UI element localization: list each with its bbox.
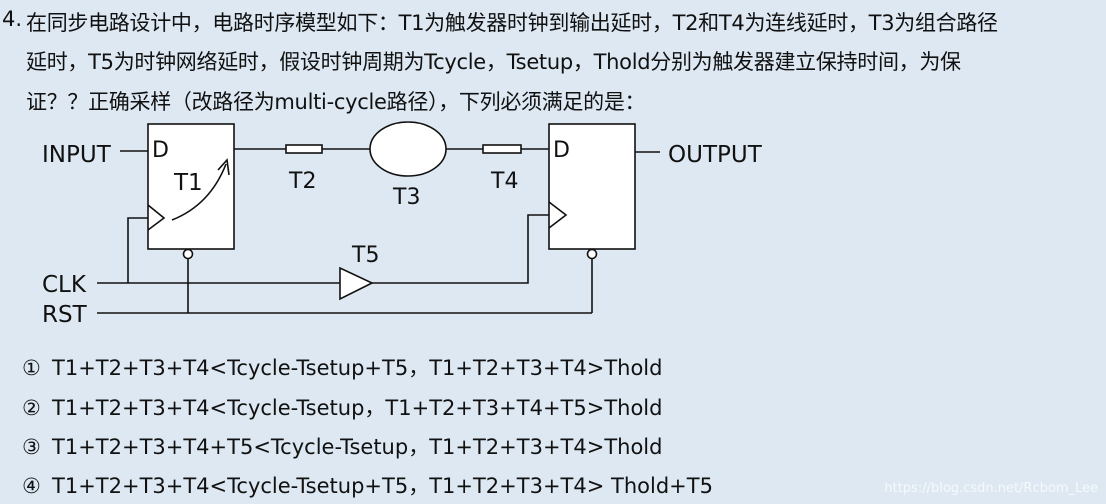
input-label: INPUT	[42, 142, 112, 168]
ff1-d-label: D	[152, 138, 169, 163]
t1-label: T1	[173, 170, 203, 196]
rst-label: RST	[42, 302, 88, 328]
flip-flop-2	[548, 123, 636, 250]
t5-clock-buffer	[339, 266, 374, 301]
t5-label: T5	[351, 243, 379, 268]
t3-label: T3	[392, 185, 420, 210]
option-1[interactable]: ① T1+T2+T3+T4<Tcycle-Tsetup+T5，T1+T2+T3+T…	[22, 352, 662, 382]
question-line-3: 证？？正确采样（改路径为multi-cycle路径），下列必须满足的是：	[26, 90, 646, 114]
option-2-mark: ②	[22, 396, 41, 420]
option-1-text: T1+T2+T3+T4<Tcycle-Tsetup+T5，T1+T2+T3+T4…	[52, 356, 663, 380]
ff2-clock-triangle	[548, 201, 568, 229]
question-line-1: 在同步电路设计中，电路时序模型如下：T1为触发器时钟到输出延时，T2和T4为连线…	[26, 11, 998, 35]
option-3[interactable]: ③ T1+T2+T3+T4+T5<Tcycle-Tsetup，T1+T2+T3+T…	[22, 431, 662, 461]
clk-to-ff1-wire	[127, 217, 148, 283]
option-4[interactable]: ④ T1+T2+T3+T4<Tcycle-Tsetup+T5，T1+T2+T3+T…	[22, 470, 713, 500]
flip-flop-1	[147, 123, 235, 250]
option-3-mark: ③	[22, 435, 41, 459]
t4-label: T4	[490, 169, 518, 194]
option-4-text: T1+T2+T3+T4<Tcycle-Tsetup+T5，T1+T2+T3+T4…	[52, 474, 713, 498]
t2-label: T2	[288, 169, 316, 194]
t1-arrowhead	[217, 158, 230, 176]
option-2-text: T1+T2+T3+T4<Tcycle-Tsetup，T1+T2+T3+T4+T5…	[52, 396, 663, 420]
clk-to-ff2-wire	[372, 214, 549, 284]
question-line-2: 延时，T5为时钟网络延时，假设时钟周期为Tcycle，Tsetup，Thold分…	[26, 50, 961, 74]
ff2-d-label: D	[553, 138, 570, 163]
t2-wire-delay	[285, 144, 323, 154]
option-4-mark: ④	[22, 474, 41, 498]
option-1-mark: ①	[22, 356, 41, 380]
watermark: https://blog.csdn.net/Rcbom_Lee	[884, 481, 1098, 496]
question-number: 4.	[2, 7, 23, 31]
option-3-text: T1+T2+T3+T4+T5<Tcycle-Tsetup，T1+T2+T3+T4…	[52, 435, 663, 459]
ff1-clock-triangle	[147, 204, 166, 231]
clk-label: CLK	[42, 272, 87, 298]
ff1-reset-bubble	[182, 248, 194, 260]
t1-delay-arrow	[171, 163, 227, 221]
ff2-reset-bubble	[586, 248, 598, 260]
t4-wire-delay	[482, 144, 522, 154]
output-label: OUTPUT	[668, 142, 763, 168]
option-2[interactable]: ② T1+T2+T3+T4<Tcycle-Tsetup，T1+T2+T3+T4+T…	[22, 392, 662, 422]
t3-combinational-logic	[369, 121, 447, 177]
